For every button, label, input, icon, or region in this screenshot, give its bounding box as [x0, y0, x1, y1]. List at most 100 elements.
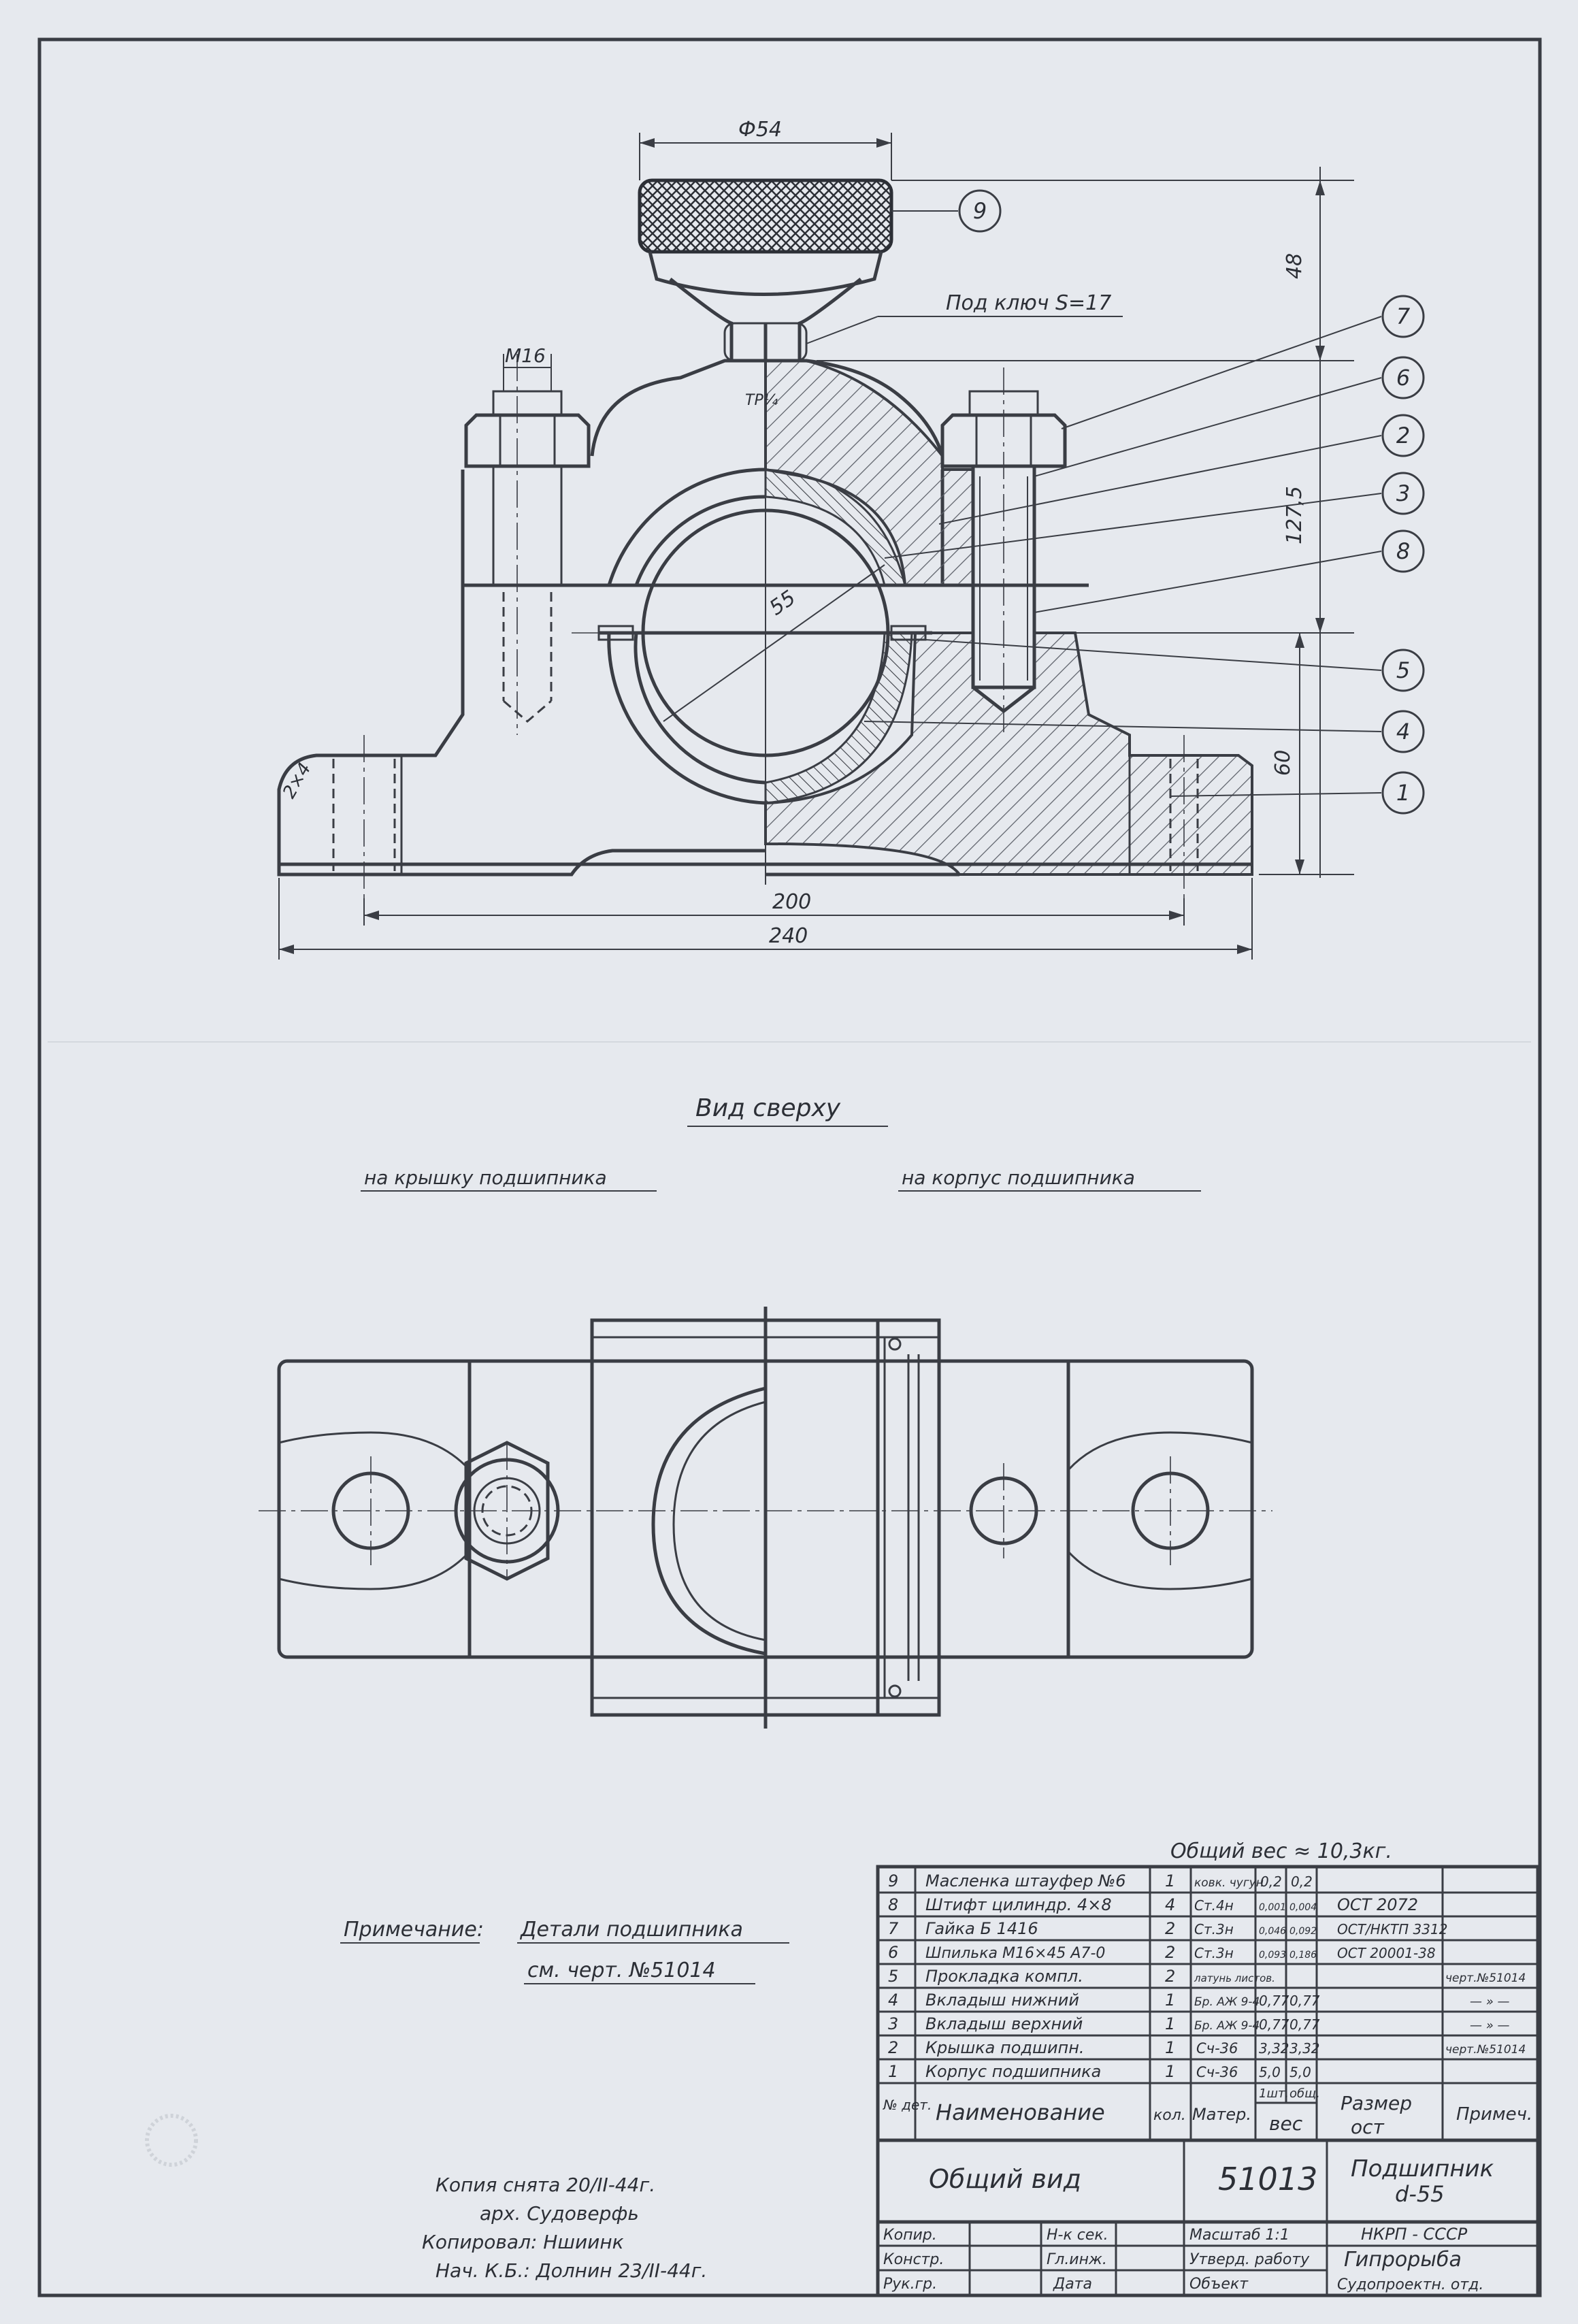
svg-text:общ.: общ.	[1289, 2086, 1320, 2101]
dim-240: 240	[769, 924, 808, 948]
svg-text:4: 4	[1396, 719, 1410, 744]
svg-text:черт.№51014: черт.№51014	[1445, 2043, 1526, 2057]
svg-text:Матер.: Матер.	[1192, 2105, 1251, 2124]
svg-text:3,32: 3,32	[1259, 2040, 1289, 2057]
svg-text:2: 2	[1396, 423, 1410, 448]
svg-text:3: 3	[1396, 480, 1410, 506]
balloon-6: 6	[1381, 356, 1425, 399]
svg-text:Судопроектн. отд.: Судопроектн. отд.	[1337, 2276, 1483, 2293]
svg-text:арх. Судоверфь: арх. Судоверфь	[480, 2202, 639, 2225]
svg-text:9: 9	[888, 1871, 898, 1891]
svg-text:0,093: 0,093	[1259, 1950, 1286, 1961]
svg-text:Сч-36: Сч-36	[1196, 2064, 1238, 2080]
svg-text:Корпус подшипника: Корпус подшипника	[925, 2062, 1101, 2081]
svg-text:ОСТ 20001-38: ОСТ 20001-38	[1337, 1945, 1436, 1961]
svg-text:1шт.: 1шт.	[1259, 2086, 1289, 2101]
balloon-7: 7	[1381, 295, 1425, 338]
svg-text:НКРП - СССР: НКРП - СССР	[1361, 2225, 1468, 2244]
svg-text:Ст.3н: Ст.3н	[1194, 1921, 1234, 1937]
svg-text:6: 6	[1396, 365, 1410, 391]
svg-text:ОСТ 2072: ОСТ 2072	[1337, 1895, 1418, 1914]
svg-text:2: 2	[1165, 1943, 1175, 1962]
svg-text:№ дет.: № дет.	[883, 2097, 932, 2113]
stamp-mark	[145, 2114, 198, 2167]
svg-text:латунь листов.: латунь листов.	[1194, 1972, 1275, 1984]
svg-text:6: 6	[888, 1943, 898, 1962]
dim-60: 60	[1271, 750, 1295, 776]
svg-text:5,0: 5,0	[1289, 2064, 1311, 2080]
chamfer-label: 2×4	[279, 759, 315, 802]
svg-text:7: 7	[888, 1919, 899, 1938]
svg-text:Бр. АЖ 9-4: Бр. АЖ 9-4	[1194, 2019, 1260, 2033]
svg-text:Бр. АЖ 9-4: Бр. АЖ 9-4	[1194, 1995, 1260, 2009]
svg-text:0,004: 0,004	[1289, 1902, 1317, 1913]
svg-text:ковк. чугун: ковк. чугун	[1194, 1876, 1264, 1890]
svg-text:Наименование: Наименование	[936, 2099, 1105, 2125]
balloon-4: 4	[1381, 710, 1425, 753]
svg-text:8: 8	[888, 1895, 898, 1914]
svg-text:3,32: 3,32	[1289, 2040, 1320, 2057]
svg-text:Штифт цилиндр. 4×8: Штифт цилиндр. 4×8	[925, 1895, 1112, 1914]
svg-text:0,77: 0,77	[1259, 2016, 1289, 2033]
svg-text:Нач. К.Б.: Долнин 23/II-44г.: Нач. К.Б.: Долнин 23/II-44г.	[435, 2259, 707, 2282]
svg-text:0,77: 0,77	[1289, 2016, 1320, 2033]
svg-text:4: 4	[888, 1991, 898, 2010]
note-line2: см. черт. №51014	[527, 1959, 716, 1982]
balloon-1: 1	[1381, 771, 1425, 815]
cap-section-hatch	[764, 359, 974, 587]
balloon-8: 8	[1381, 529, 1425, 573]
svg-text:Шпилька М16×45 А7-0: Шпилька М16×45 А7-0	[925, 1945, 1105, 1962]
upper-liner-section	[764, 468, 906, 587]
bom-table: 9 Масленка штауфер №6 1 ковк. чугун 0,2 …	[876, 1865, 1540, 2297]
top-view-captions: Вид сверху на крышку подшипника на корпу…	[361, 1094, 1201, 1192]
svg-text:3: 3	[888, 2014, 898, 2033]
svg-text:2: 2	[1165, 1919, 1175, 1938]
svg-text:5: 5	[1396, 657, 1410, 683]
top-view	[259, 1307, 1272, 1729]
top-view-right-caption: на корпус подшипника	[902, 1166, 1135, 1189]
svg-text:Гайка Б 1416: Гайка Б 1416	[925, 1919, 1038, 1938]
svg-text:Масленка штауфер №6: Масленка штауфер №6	[925, 1871, 1125, 1891]
svg-text:1: 1	[1165, 2038, 1175, 2057]
svg-text:Утверд. работу: Утверд. работу	[1189, 2251, 1310, 2268]
svg-text:Копия снята 20/II-44г.: Копия снята 20/II-44г.	[435, 2174, 655, 2196]
title-view: Общий вид	[929, 2164, 1081, 2194]
dim-diameter: Ф54	[738, 118, 782, 142]
svg-text:Рук.гр.: Рук.гр.	[883, 2276, 937, 2293]
total-weight: Общий вес ≈ 10,3кг.	[1170, 1839, 1392, 1863]
front-view: Ф54 М16 48 127,5 60 55 200 240	[277, 118, 1382, 960]
grease-cup-knurled-cap	[638, 178, 893, 254]
sheet-border	[37, 37, 1542, 2297]
balloon-3: 3	[1381, 472, 1425, 515]
drawing-number: 51013	[1218, 2161, 1317, 2197]
svg-text:Вкладыш верхний: Вкладыш верхний	[925, 2014, 1083, 2033]
svg-text:Сч-36: Сч-36	[1196, 2040, 1238, 2057]
sheet-inner-fold	[48, 1041, 1531, 1043]
balloon-5: 5	[1381, 649, 1425, 692]
svg-text:черт.№51014: черт.№51014	[1445, 1971, 1526, 1985]
svg-text:1: 1	[1165, 2014, 1175, 2033]
dim-48: 48	[1283, 253, 1306, 279]
svg-text:Объект: Объект	[1189, 2276, 1249, 2293]
svg-text:кол.: кол.	[1153, 2107, 1186, 2124]
balloon-2: 2	[1381, 414, 1425, 457]
svg-text:1: 1	[888, 2062, 898, 2081]
svg-text:1: 1	[1396, 780, 1410, 806]
svg-text:0,186: 0,186	[1289, 1950, 1317, 1961]
svg-text:Дата: Дата	[1053, 2276, 1092, 2293]
dim-bore: 55	[766, 586, 800, 621]
key-note: Под ключ S=17	[946, 291, 1111, 315]
svg-text:Вкладыш нижний: Вкладыш нижний	[925, 1991, 1079, 2010]
svg-text:Копир.: Копир.	[883, 2227, 937, 2244]
svg-text:ОСТ/НКТП 3312: ОСТ/НКТП 3312	[1337, 1921, 1447, 1937]
trf-label: ТР¼	[745, 392, 778, 409]
svg-text:0,77: 0,77	[1289, 1993, 1320, 2009]
svg-text:— » —: — » —	[1470, 2018, 1510, 2033]
svg-text:— » —: — » —	[1470, 1995, 1510, 2009]
svg-text:9: 9	[973, 198, 987, 224]
product-size: d-55	[1395, 2181, 1445, 2207]
svg-text:0,001: 0,001	[1259, 1902, 1286, 1913]
note-label: Примечание:	[344, 1918, 484, 1942]
svg-text:1: 1	[1165, 2062, 1175, 2081]
